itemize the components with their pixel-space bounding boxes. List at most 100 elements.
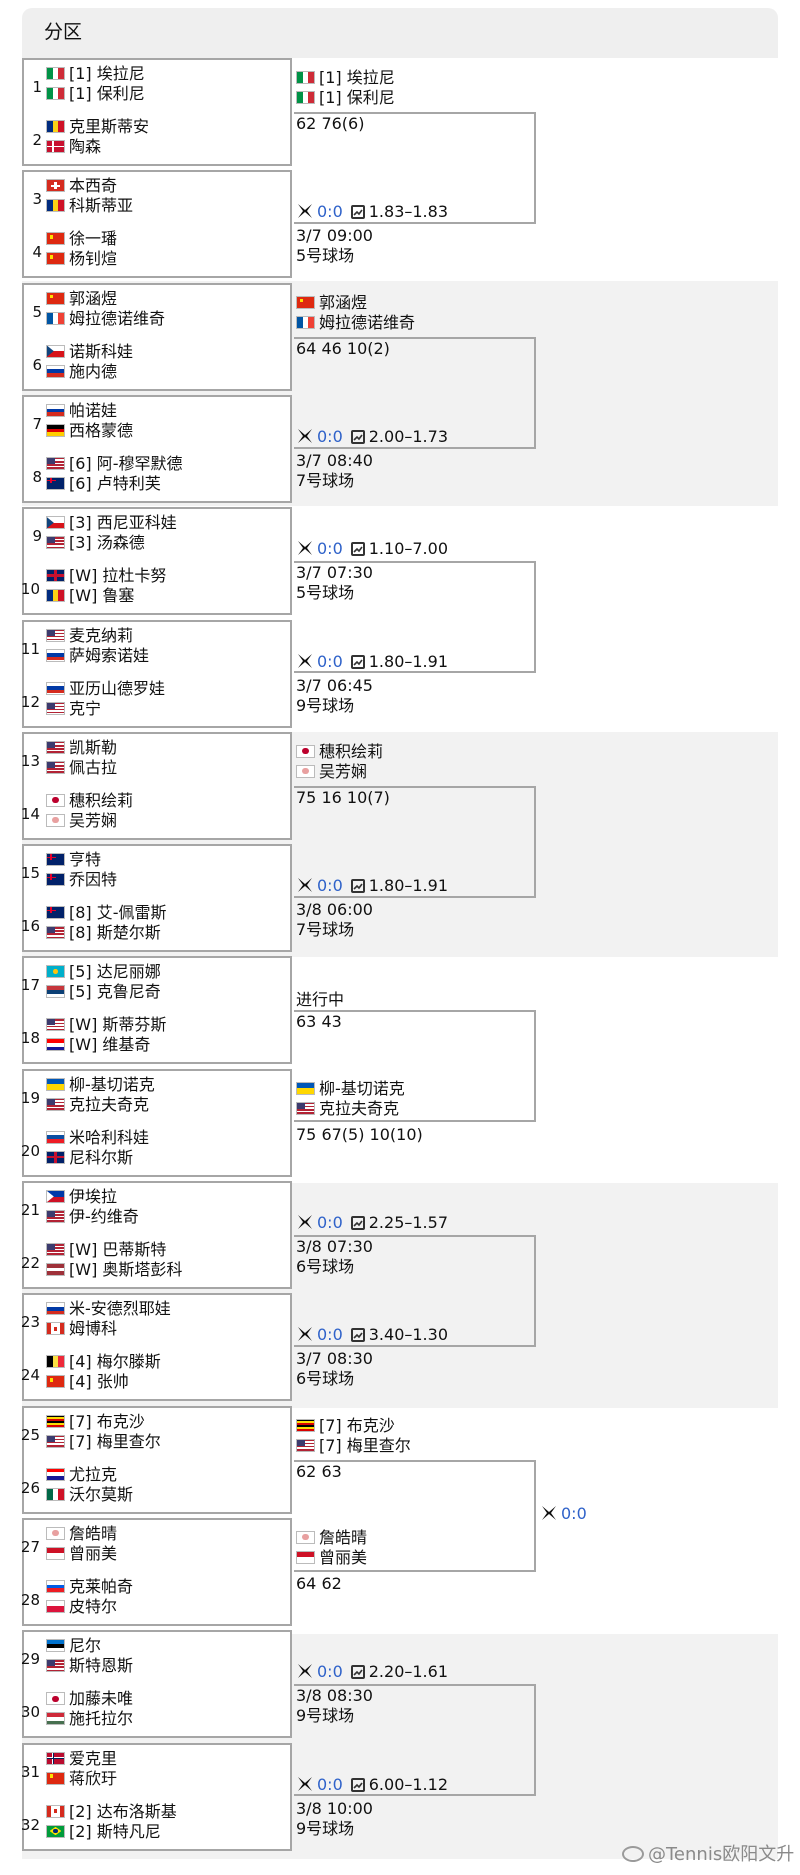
player-entry[interactable]: [7] 布克沙 (46, 1412, 145, 1432)
round2-player[interactable]: 吴芳娴 (296, 762, 367, 782)
player-entry[interactable]: 亨特 (46, 850, 101, 870)
vote-count[interactable]: 0:0 (317, 1213, 343, 1232)
player-entry[interactable]: 米-安德烈耶娃 (46, 1299, 171, 1319)
player-entry[interactable]: 帕诺娃 (46, 401, 117, 421)
player-entry[interactable]: 吴芳娴 (46, 811, 117, 831)
player-entry[interactable]: 克里斯蒂安 (46, 117, 149, 137)
round2-player[interactable]: 柳-基切诺克 (296, 1079, 405, 1099)
round2-player[interactable]: [7] 布克沙 (296, 1416, 395, 1436)
player-entry[interactable]: 诺斯科娃 (46, 342, 133, 362)
player-entry[interactable]: [4] 张帅 (46, 1372, 129, 1392)
vote-count[interactable]: 0:0 (317, 202, 343, 222)
player-entry[interactable]: 郭涵煜 (46, 289, 117, 309)
round2-player[interactable]: 曾丽美 (296, 1548, 367, 1568)
player-entry[interactable]: [5] 达尼丽娜 (46, 962, 161, 982)
player-entry[interactable]: 徐一璠 (46, 229, 117, 249)
vote-count[interactable]: 0:0 (561, 1503, 587, 1523)
round2-player[interactable]: 克拉夫奇克 (296, 1099, 399, 1119)
player-entry[interactable]: [8] 斯楚尔斯 (46, 923, 161, 943)
player-entry[interactable]: 本西奇 (46, 176, 117, 196)
player-entry[interactable]: 佩古拉 (46, 758, 117, 778)
player-entry[interactable]: 斯特恩斯 (46, 1656, 133, 1676)
player-entry[interactable]: 曾丽美 (46, 1544, 117, 1564)
player-entry[interactable]: 凯斯勒 (46, 738, 117, 758)
player-entry[interactable]: 麦克纳莉 (46, 626, 133, 646)
vote-count[interactable]: 0:0 (317, 1662, 343, 1682)
player-entry[interactable]: 施内德 (46, 362, 117, 382)
player-entry[interactable]: 克莱帕奇 (46, 1577, 133, 1597)
player-entry[interactable]: 姆拉德诺维奇 (46, 309, 165, 329)
player-entry[interactable]: [7] 梅里查尔 (46, 1432, 161, 1452)
player-entry[interactable]: [2] 达布洛斯基 (46, 1802, 177, 1822)
player-entry[interactable]: 西格蒙德 (46, 421, 133, 441)
player-entry[interactable]: 尼尔 (46, 1636, 101, 1656)
player-entry[interactable]: [1] 埃拉尼 (46, 64, 145, 84)
round2-player[interactable]: [1] 埃拉尼 (296, 68, 395, 88)
vote-count[interactable]: 0:0 (317, 651, 343, 671)
player-entry[interactable]: 施托拉尔 (46, 1709, 133, 1729)
player-entry[interactable]: [W] 巴蒂斯特 (46, 1240, 166, 1260)
player-entry[interactable]: 陶森 (46, 137, 101, 157)
player-entry[interactable]: [6] 卢特利芙 (46, 474, 161, 494)
player-entry[interactable]: 伊埃拉 (46, 1187, 117, 1207)
player-entry[interactable]: [W] 拉杜卡努 (46, 566, 166, 586)
round2-player[interactable]: 詹皓晴 (296, 1528, 367, 1548)
player-entry[interactable]: 克宁 (46, 699, 101, 719)
player-entry[interactable]: 科斯蒂亚 (46, 196, 133, 216)
player-entry[interactable]: 克拉夫奇克 (46, 1095, 149, 1115)
player-entry[interactable]: 沃尔莫斯 (46, 1485, 133, 1505)
player-entry[interactable]: [8] 艾-佩雷斯 (46, 903, 167, 923)
round2-player[interactable]: [1] 保利尼 (296, 88, 395, 108)
vote-count[interactable]: 0:0 (317, 426, 343, 446)
player-entry[interactable]: [1] 保利尼 (46, 84, 145, 104)
player-entry[interactable]: 加藤未唯 (46, 1689, 133, 1709)
round2-player[interactable]: 姆拉德诺维奇 (296, 313, 415, 333)
round2-player[interactable]: 郭涵煜 (296, 293, 367, 313)
player-entry[interactable]: [W] 维基奇 (46, 1035, 150, 1055)
player-entry[interactable]: 萨姆索诺娃 (46, 646, 149, 666)
vote-count[interactable]: 0:0 (317, 539, 343, 559)
player-entry[interactable]: 杨钊煊 (46, 249, 117, 269)
player-entry[interactable]: [3] 西尼亚科娃 (46, 513, 177, 533)
player-entry[interactable]: 詹皓晴 (46, 1524, 117, 1544)
vote-count[interactable]: 0:0 (317, 876, 343, 896)
player-entry[interactable]: [W] 斯蒂芬斯 (46, 1015, 166, 1035)
player-entry[interactable]: 乔因特 (46, 870, 117, 890)
player-entry[interactable]: [3] 汤森德 (46, 533, 145, 553)
player-entry[interactable]: 皮特尔 (46, 1597, 117, 1617)
vote-count[interactable]: 0:0 (317, 1325, 343, 1345)
player-entry[interactable]: 姆博科 (46, 1319, 117, 1339)
vote-count[interactable]: 0:0 (317, 1774, 343, 1794)
player-entry[interactable]: [5] 克鲁尼奇 (46, 982, 161, 1002)
player-entry[interactable]: 柳-基切诺克 (46, 1075, 155, 1095)
player-entry[interactable]: 亚历山德罗娃 (46, 679, 165, 699)
round2-player[interactable]: [7] 梅里查尔 (296, 1436, 411, 1456)
player-entry[interactable]: [W] 鲁塞 (46, 586, 134, 606)
player-entry[interactable]: [6] 阿-穆罕默德 (46, 454, 183, 474)
player-entry[interactable]: 蒋欣玗 (46, 1769, 117, 1789)
player-entry[interactable]: 爱克里 (46, 1749, 117, 1769)
player-entry[interactable]: [W] 奥斯塔彭科 (46, 1260, 182, 1280)
